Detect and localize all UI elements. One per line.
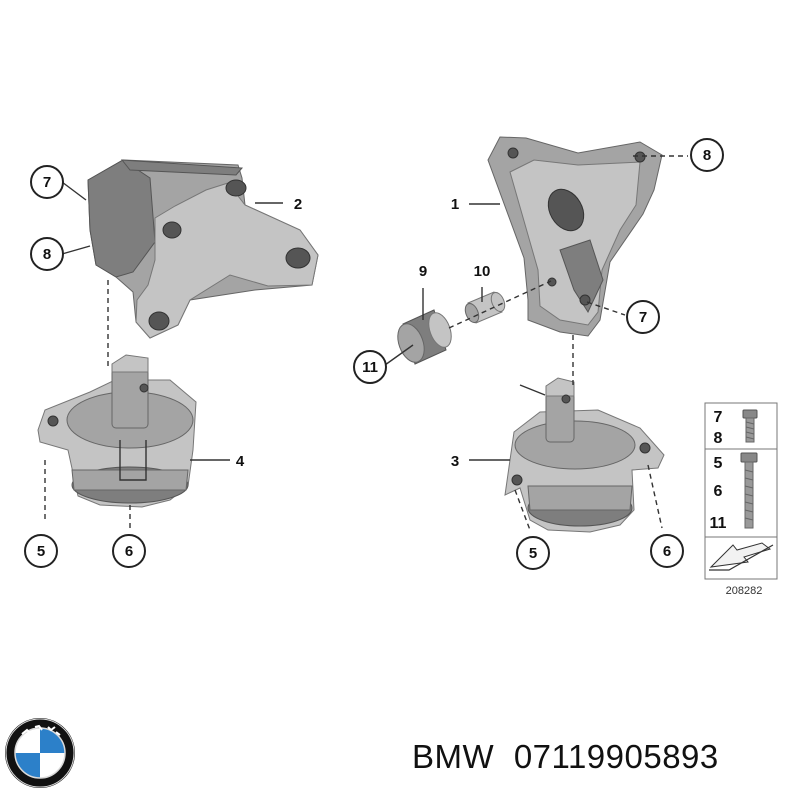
callout-right-6-label: 6 [663, 543, 671, 560]
callout-left-6: 6 [112, 534, 146, 568]
left-engine-bracket [87, 159, 319, 339]
callout-left-5: 5 [24, 534, 58, 568]
callout-left-6-label: 6 [125, 543, 133, 560]
long-bolt-icon [740, 452, 758, 529]
callout-right-6: 6 [650, 534, 684, 568]
leader-left-7 [61, 181, 87, 201]
right-engine-bracket [487, 136, 663, 337]
left-engine-mount [37, 354, 197, 508]
callout-left-7-label: 7 [43, 174, 51, 191]
callout-left-8-label: 8 [43, 246, 51, 263]
callout-left-5-label: 5 [37, 543, 45, 560]
assembly-line-right-6 [647, 464, 663, 529]
assembly-line-right-7 [586, 301, 626, 316]
leader-left-8 [61, 245, 91, 255]
callout-right-10-label: 10 [474, 263, 491, 280]
callout-left-8: 8 [30, 237, 64, 271]
callout-right-8: 8 [690, 138, 724, 172]
callout-right-3-label: 3 [451, 453, 459, 470]
right-engine-mount [504, 377, 665, 533]
part-caption: BMW 07119905893 [412, 738, 719, 776]
callout-right-7: 7 [626, 300, 660, 334]
callout-right-11-label: 11 [362, 359, 378, 376]
callout-left-4-label: 4 [236, 453, 245, 470]
legend-row2-item3: 11 [710, 515, 727, 532]
legend-row2-item2: 6 [714, 483, 723, 500]
bushing-sleeve [464, 291, 506, 324]
direction-arrow-icon [709, 542, 774, 571]
callout-right-1-label: 1 [451, 196, 459, 213]
leader-right-11 [384, 344, 414, 366]
legend-row1-item1: 7 [714, 409, 723, 426]
callout-left-2-label: 2 [294, 196, 302, 213]
callout-right-7-label: 7 [639, 309, 647, 326]
legend-row2-item1: 5 [714, 455, 723, 472]
callout-right-5-label: 5 [529, 545, 537, 562]
legend-row1-item2: 8 [714, 430, 723, 447]
rubber-bushing [397, 309, 452, 365]
short-bolt-icon [742, 409, 758, 443]
bmw-logo [5, 718, 75, 788]
fastener-legend: 7 8 5 6 11 208282 [704, 402, 778, 597]
callout-right-5: 5 [516, 536, 550, 570]
callout-right-8-label: 8 [703, 147, 711, 164]
caption-part-number: 07119905893 [513, 738, 719, 775]
caption-brand: BMW [412, 738, 495, 775]
callout-left-7: 7 [30, 165, 64, 199]
leader-right-mount-top [519, 384, 546, 396]
callout-right-11: 11 [353, 350, 387, 384]
assembly-line-bushing [448, 280, 552, 329]
callout-right-9-label: 9 [419, 263, 427, 280]
diagram-number: 208282 [726, 585, 763, 597]
assembly-line-right-5 [514, 489, 531, 531]
